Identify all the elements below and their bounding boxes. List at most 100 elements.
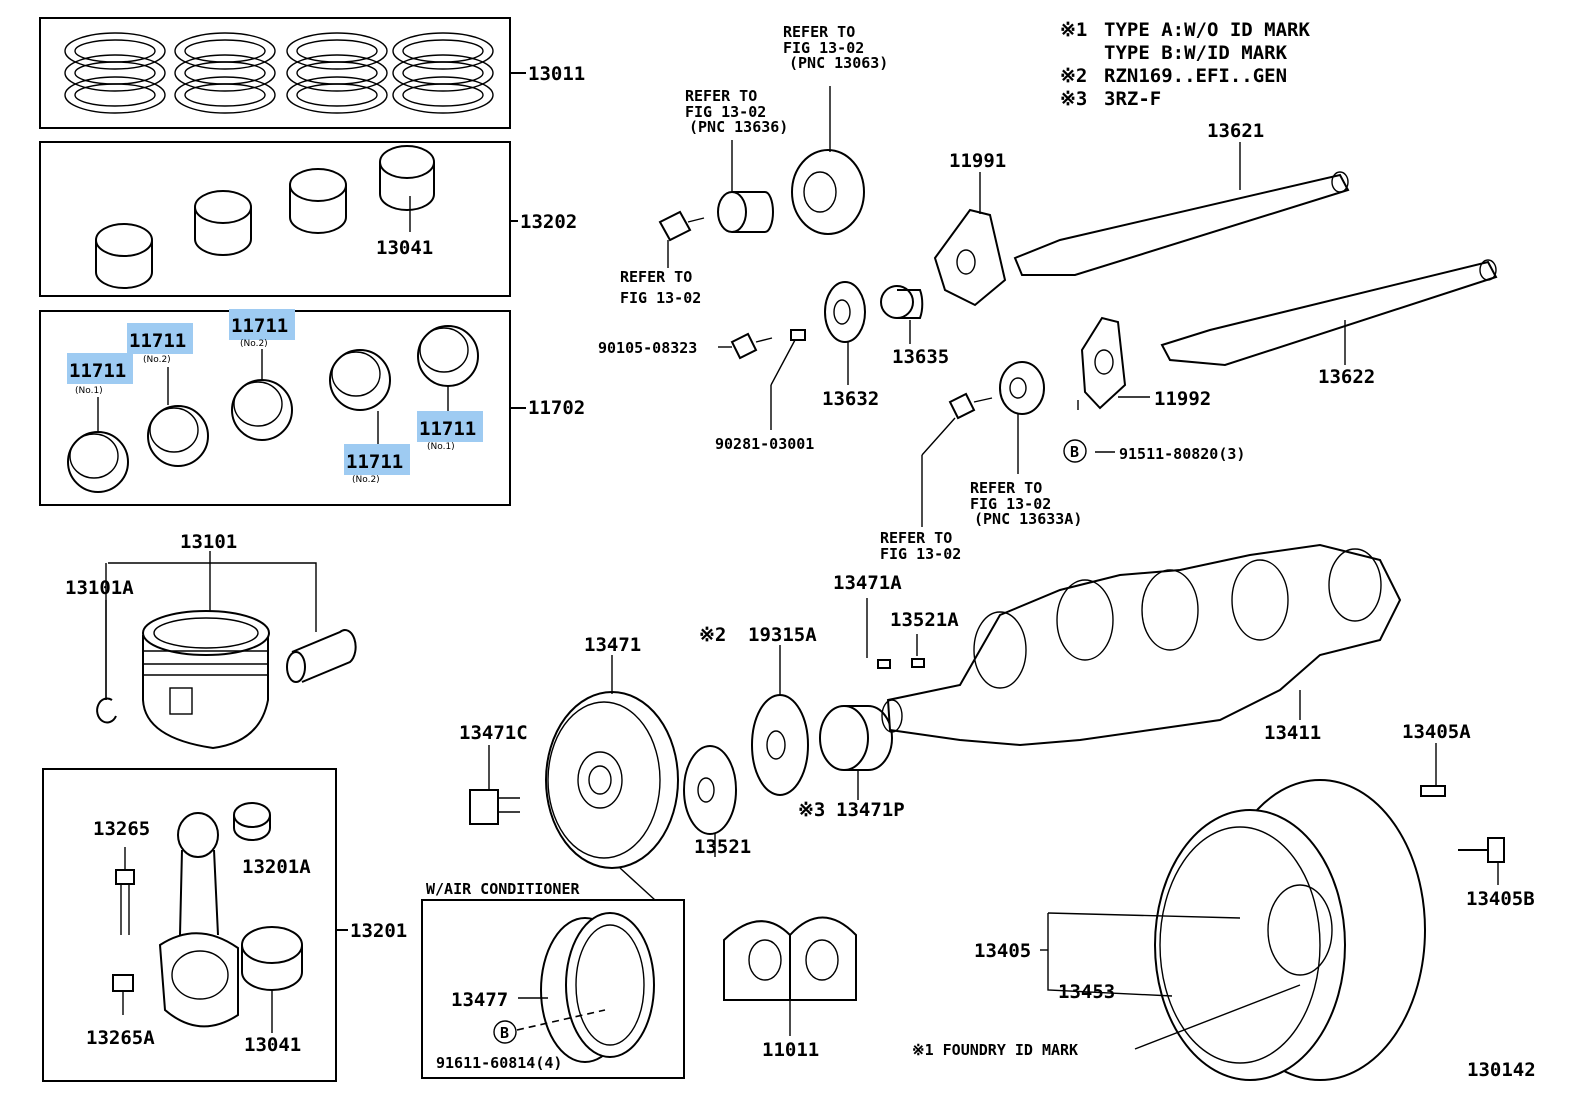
- label-13621: 13621: [1207, 120, 1264, 142]
- aircon-pulley-icon: [540, 912, 655, 1063]
- piston-rings-icon: [64, 32, 494, 114]
- label-13632: 13632: [822, 388, 879, 410]
- label-13471a: 13471A: [833, 572, 902, 594]
- aircon-pulley-box: [421, 899, 685, 1079]
- lower-bolt-icon: [921, 392, 993, 527]
- rod-bearing-lower-icon: [241, 926, 303, 1033]
- highlight-11711-no2-mid: [229, 309, 295, 340]
- label-13635: 13635: [892, 346, 949, 368]
- ref-sprocket-line2: FIG 13-02: [880, 545, 961, 563]
- ref-bolt-line2: FIG 13-02: [620, 289, 701, 307]
- connecting-rod-icon: [158, 812, 239, 1028]
- label-13041-top: 13041: [376, 237, 433, 259]
- ref-13063-line3: (PNC 13063): [789, 54, 888, 72]
- camshaft-lower-icon: [1160, 259, 1498, 367]
- camshaft-upper-icon: [1013, 142, 1350, 276]
- label-no2-left: (No.2): [143, 355, 171, 365]
- label-13471p: 13471P: [836, 799, 905, 821]
- crank-pin-icon: [911, 658, 925, 668]
- label-11991: 11991: [949, 150, 1006, 172]
- label-13041-bottom: 13041: [244, 1034, 301, 1056]
- label-b-mark-right: B: [1070, 443, 1079, 461]
- crankshaft-icon: [881, 543, 1402, 747]
- label-13471: 13471: [584, 634, 641, 656]
- rod-nut-icon: [112, 974, 134, 1015]
- flywheel-bolt-icon: [1458, 837, 1505, 885]
- label-13201a: 13201A: [242, 856, 311, 878]
- crank-key-icon: [877, 659, 891, 669]
- label-no2-right: (No.2): [352, 475, 380, 485]
- rod-bolt-icon: [115, 847, 135, 935]
- footnote-3-text: 3RZ-F: [1104, 88, 1161, 110]
- chain-bushing-icon: [880, 285, 924, 344]
- label-13202: 13202: [520, 211, 577, 233]
- piston-icon: [142, 610, 270, 750]
- piston-pin-icon: [286, 629, 357, 683]
- label-13405a: 13405A: [1402, 721, 1471, 743]
- footnote-2-prefix: ※2: [1060, 65, 1087, 87]
- label-11702: 11702: [528, 397, 585, 419]
- label-11711-no1-right: 11711: [419, 418, 476, 440]
- label-no2-mid: (No.2): [240, 339, 268, 349]
- label-13101a: 13101A: [65, 577, 134, 599]
- label-13471c: 13471C: [459, 722, 528, 744]
- label-13521: 13521: [694, 836, 751, 858]
- connecting-rod-box: [42, 768, 337, 1082]
- highlight-11711-no2-left: [127, 323, 193, 354]
- label-91511-80820: 91511-80820(3): [1119, 445, 1245, 463]
- crankshaft-pulley-icon: [545, 691, 679, 869]
- label-11992: 11992: [1154, 388, 1211, 410]
- footnote-3-prefix: ※3: [1060, 88, 1087, 110]
- lower-sprocket-icon: [999, 361, 1045, 474]
- label-13201: 13201: [350, 920, 407, 942]
- footnote-1-prefix: ※1: [1060, 19, 1087, 41]
- timing-gear-icon: [751, 645, 809, 796]
- ref-13063-line1: REFER TO: [783, 23, 855, 41]
- ref-13633-line1: REFER TO: [970, 479, 1042, 497]
- small-bolt-icon: [730, 332, 773, 360]
- label-13405b: 13405B: [1466, 888, 1535, 910]
- oil-slinger-icon: [819, 705, 893, 800]
- ref-bolt-line1: REFER TO: [620, 268, 692, 286]
- ref-13633-line3: (PNC 13633A): [974, 510, 1082, 528]
- diagram-id: 130142: [1467, 1059, 1536, 1081]
- label-13265a: 13265A: [86, 1027, 155, 1049]
- label-13477: 13477: [451, 989, 508, 1011]
- crank-sprocket-icon: [683, 745, 737, 857]
- main-bearings-icon: [67, 325, 479, 493]
- label-b-mark-left: B: [500, 1024, 509, 1042]
- b-mark-left-icon: [493, 1020, 517, 1044]
- cam-plate-upper-icon: [933, 172, 1007, 307]
- label-13622: 13622: [1318, 366, 1375, 388]
- small-pin-icon: [790, 329, 806, 341]
- label-90281-03001: 90281-03001: [715, 435, 814, 453]
- label-13405: 13405: [974, 940, 1031, 962]
- label-11711-no2-left: 11711: [129, 330, 186, 352]
- label-13453: 13453: [1058, 981, 1115, 1003]
- label-19315a: 19315A: [748, 624, 817, 646]
- cam-plate-lower-icon: [1080, 316, 1150, 410]
- b-mark-right-icon: [1063, 439, 1087, 463]
- ref-sprocket-line1: REFER TO: [880, 529, 952, 547]
- label-11711-no2-right: 11711: [346, 451, 403, 473]
- ref-13063-line2: FIG 13-02: [783, 39, 864, 57]
- label-13411: 13411: [1264, 722, 1321, 744]
- flywheel-dowel-icon: [1420, 785, 1446, 797]
- label-91611-60814: 91611-60814(4): [436, 1054, 562, 1072]
- label-no1-right: (No.1): [427, 442, 455, 452]
- rod-bearings-icon: [95, 145, 435, 289]
- ref-13636-line3: (PNC 13636): [689, 118, 788, 136]
- chain-sprocket-icon: [824, 281, 866, 385]
- label-11711-no2-mid: 11711: [231, 315, 288, 337]
- highlight-11711-no2-right: [344, 444, 410, 475]
- thrust-washers-icon: [723, 916, 857, 1001]
- label-13101: 13101: [180, 531, 237, 553]
- pulley-bolt-icon: [469, 745, 520, 825]
- rod-bearing-box: [39, 141, 511, 297]
- label-no1-left: (No.1): [75, 386, 103, 396]
- label-13521a: 13521A: [890, 609, 959, 631]
- idler-bushing-icon: [717, 140, 774, 233]
- ref-13636-line2: FIG 13-02: [685, 103, 766, 121]
- label-aircon: W/AIR CONDITIONER: [426, 880, 580, 898]
